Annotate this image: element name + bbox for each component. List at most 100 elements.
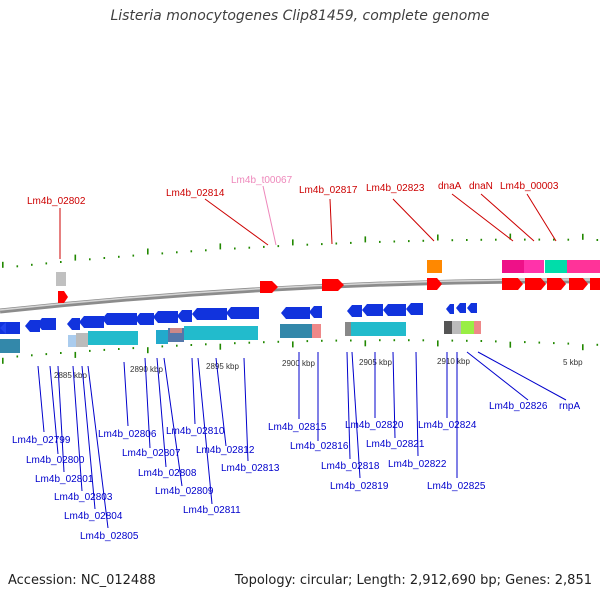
scale-tick bbox=[321, 243, 323, 246]
scale-tick bbox=[509, 341, 512, 348]
gene-label-lower[interactable]: rnpA bbox=[559, 401, 580, 412]
scale-label: 2905 kbp bbox=[359, 358, 392, 367]
scale-tick bbox=[451, 239, 454, 242]
gene-label-lower[interactable]: Lm4b_02816 bbox=[290, 441, 349, 452]
scale-tick bbox=[190, 344, 193, 346]
gene-label-lower[interactable]: Lm4b_02801 bbox=[35, 474, 94, 485]
forward-strand-genes bbox=[56, 260, 600, 303]
gene-label-upper[interactable]: Lm4b_02823 bbox=[366, 183, 425, 194]
scale-tick bbox=[350, 339, 352, 342]
scale-tick bbox=[132, 254, 135, 257]
scale-tick bbox=[596, 343, 599, 346]
gene-label-lower[interactable]: Lm4b_02824 bbox=[418, 420, 477, 431]
gene-label-lower[interactable]: Lm4b_02808 bbox=[138, 468, 197, 479]
scale-tick bbox=[451, 339, 454, 342]
scale-tick bbox=[408, 339, 410, 342]
scale-tick bbox=[147, 347, 149, 354]
scale-tick bbox=[553, 238, 555, 241]
scale-label: 5 kbp bbox=[563, 358, 583, 367]
gene-label-upper[interactable]: Lm4b_02817 bbox=[299, 185, 358, 196]
gene-label-upper[interactable]: dnaA bbox=[438, 181, 462, 192]
scale-tick bbox=[190, 250, 193, 253]
scale-tick bbox=[437, 234, 439, 241]
upper-tick-row bbox=[2, 233, 599, 268]
scale-tick bbox=[553, 342, 555, 345]
gene-label-lower[interactable]: Lm4b_02806 bbox=[98, 429, 157, 440]
scale-tick bbox=[31, 354, 33, 357]
scale-tick bbox=[538, 341, 541, 344]
scale-tick bbox=[205, 343, 207, 346]
scale-tick bbox=[205, 249, 207, 252]
scale-tick bbox=[161, 345, 164, 348]
scale-tick bbox=[234, 247, 236, 250]
scale-tick bbox=[45, 262, 48, 265]
trna-leader-line bbox=[262, 185, 277, 246]
accession-label: Accession: NC_012488 bbox=[8, 573, 156, 588]
gene-label-lower[interactable]: Lm4b_02815 bbox=[268, 422, 327, 433]
gene-label-lower[interactable]: Lm4b_02809 bbox=[155, 486, 214, 497]
scale-tick bbox=[2, 261, 4, 268]
scale-tick bbox=[321, 339, 323, 342]
gene-label-lower[interactable]: Lm4b_02822 bbox=[388, 459, 447, 470]
gene-label-lower[interactable]: Lm4b_02811 bbox=[183, 505, 241, 516]
scale-tick bbox=[60, 352, 62, 354]
scale-tick bbox=[147, 248, 149, 255]
scale-tick bbox=[176, 251, 178, 254]
gene-label-lower[interactable]: Lm4b_02810 bbox=[166, 426, 225, 437]
scale-tick bbox=[364, 340, 367, 347]
scale-tick bbox=[466, 239, 468, 241]
scale-tick bbox=[480, 340, 483, 342]
gene-label-lower[interactable]: Lm4b_02825 bbox=[427, 481, 486, 492]
gene-label-lower[interactable]: Lm4b_02813 bbox=[221, 463, 280, 474]
scale-tick bbox=[263, 341, 265, 344]
scale-tick bbox=[596, 239, 599, 241]
gene-label-lower[interactable]: Lm4b_02807 bbox=[122, 448, 181, 459]
scale-tick bbox=[350, 241, 352, 244]
scale-tick bbox=[292, 239, 294, 246]
gene-label-lower[interactable]: Lm4b_02818 bbox=[321, 461, 380, 472]
gene-label-upper[interactable]: Lm4b_02802 bbox=[27, 196, 86, 207]
map-title: Listeria monocytogenes Clip81459, comple… bbox=[110, 8, 490, 24]
gene-label-lower[interactable]: Lm4b_02812 bbox=[196, 445, 255, 456]
gene-label-lower[interactable]: Lm4b_02799 bbox=[12, 435, 71, 446]
scale-label: 2885 kbp bbox=[54, 371, 87, 380]
scale-tick bbox=[408, 240, 410, 243]
lower-leader-lines bbox=[37, 351, 567, 529]
gene-label-upper[interactable]: dnaN bbox=[469, 181, 493, 192]
scale-tick bbox=[16, 355, 19, 358]
scale-tick bbox=[2, 357, 4, 364]
gene-label-lower[interactable]: Lm4b_02826 bbox=[489, 401, 548, 412]
gene-label-lower[interactable]: Lm4b_02800 bbox=[26, 455, 85, 466]
scale-tick bbox=[335, 339, 338, 342]
scale-tick bbox=[248, 341, 251, 344]
scale-tick bbox=[219, 343, 222, 350]
gene-label-lower[interactable]: Lm4b_02819 bbox=[330, 481, 389, 492]
scale-tick bbox=[60, 261, 62, 263]
scale-tick bbox=[567, 238, 570, 241]
gene-label-upper[interactable]: Lm4b_00003 bbox=[500, 181, 559, 192]
scale-tick bbox=[263, 245, 265, 248]
scale-tick bbox=[45, 353, 48, 356]
scale-tick bbox=[582, 233, 584, 240]
gene-label-lower[interactable]: Lm4b_02820 bbox=[345, 420, 404, 431]
gene-label-lower[interactable]: Lm4b_02805 bbox=[80, 531, 139, 542]
scale-tick bbox=[480, 238, 483, 241]
scale-tick bbox=[466, 339, 468, 342]
trna-label[interactable]: Lm4b_t00067 bbox=[231, 175, 293, 186]
scale-tick bbox=[118, 255, 120, 258]
scale-tick bbox=[393, 240, 396, 243]
scale-tick bbox=[567, 342, 570, 345]
gene-label-lower[interactable]: Lm4b_02821 bbox=[366, 439, 425, 450]
scale-tick bbox=[31, 263, 33, 266]
scale-tick bbox=[89, 258, 91, 261]
upper-leader-lines bbox=[59, 193, 557, 259]
gene-label-upper[interactable]: Lm4b_02814 bbox=[166, 188, 225, 199]
scale-tick bbox=[277, 340, 280, 343]
scale-tick bbox=[132, 347, 135, 350]
scale-tick bbox=[495, 238, 497, 241]
gene-label-lower[interactable]: Lm4b_02803 bbox=[54, 492, 113, 503]
scale-tick bbox=[422, 339, 425, 342]
scale-labels: 2885 kbp 2890 kbp 2895 kbp 2900 kbp 2905… bbox=[54, 357, 583, 380]
gene-label-lower[interactable]: Lm4b_02804 bbox=[64, 511, 123, 522]
